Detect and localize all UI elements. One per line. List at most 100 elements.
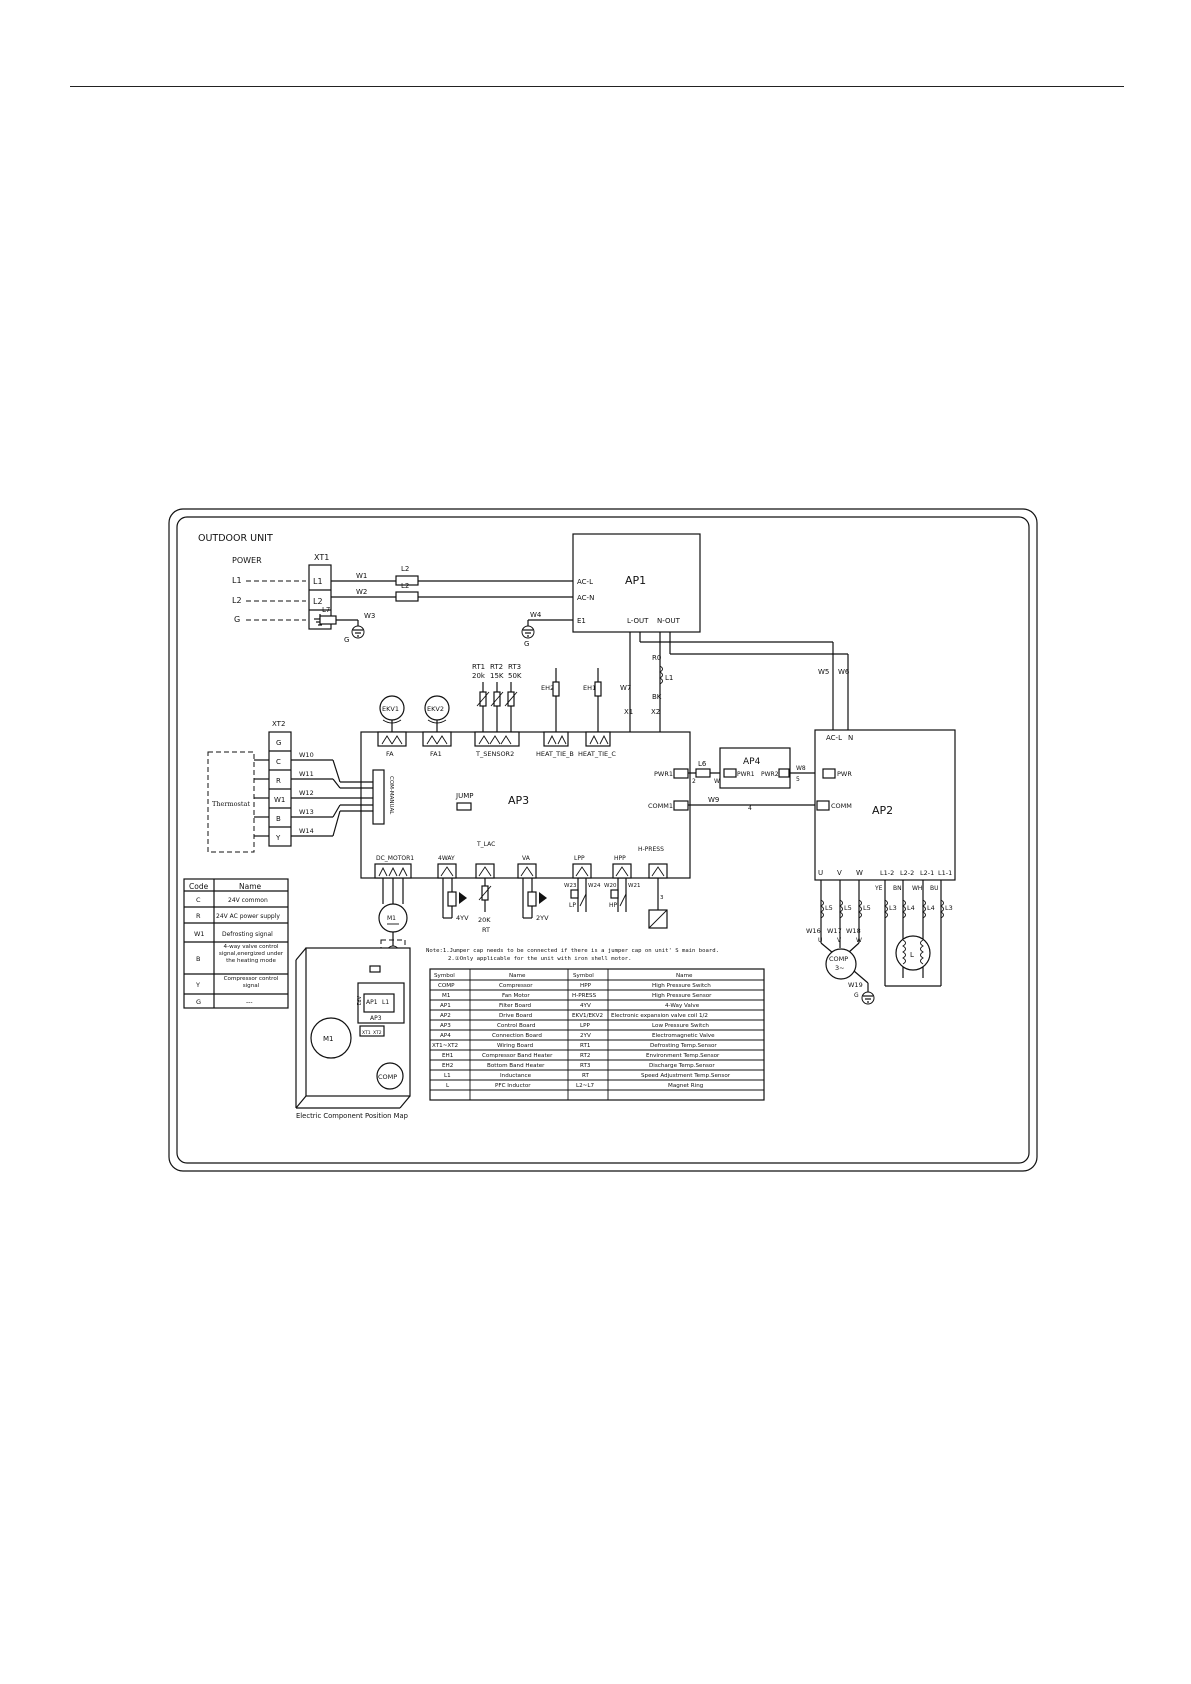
wire-x2: X2 — [651, 708, 660, 716]
wire-w14: W14 — [299, 827, 314, 835]
label-t-lac: T_LAC — [476, 841, 495, 848]
wire-w24: W24 — [588, 883, 601, 889]
sym-row-1-a: M1 — [442, 993, 451, 999]
ap1-board — [572, 533, 701, 633]
map-l1: L1 — [382, 999, 389, 1006]
sym-row-5-a: AP4 — [440, 1033, 451, 1039]
sensor-rt1: RT1 — [472, 663, 485, 671]
color-bu: BU — [930, 885, 939, 892]
ap1-pin-e1: E1 — [577, 617, 586, 625]
low-pressure-switch-icon — [570, 878, 587, 912]
wire-l6: L6 — [698, 760, 707, 768]
power-label: POWER — [232, 556, 262, 565]
thermistor-icon — [478, 878, 492, 912]
thermistor-icon — [490, 682, 504, 732]
connector-icon — [543, 731, 569, 747]
wire-w21: W21 — [628, 883, 640, 889]
ground-icon — [351, 625, 365, 639]
high-pressure-switch-icon — [610, 878, 627, 912]
sym-row-10-d: Magnet Ring — [668, 1083, 704, 1089]
inner-frame — [176, 516, 1030, 1164]
com-manual-label: COM-MANUAL — [388, 776, 394, 815]
thermostat-wires — [291, 759, 373, 837]
color-bn: BN — [893, 885, 902, 892]
ap3-comm1: COMM1 — [648, 802, 673, 810]
power-line-g: G — [234, 615, 240, 624]
sym-header-name-b: Name — [676, 973, 693, 979]
wire-w10: W10 — [299, 751, 314, 759]
wire-w18: W18 — [846, 927, 861, 935]
sym-row-9-b: Inductance — [500, 1073, 532, 1079]
connector-icon — [572, 863, 592, 879]
connector-icon — [374, 863, 412, 879]
ap3-label: AP3 — [508, 794, 529, 807]
fan-motor-icon — [378, 903, 408, 933]
power-line-l1: L1 — [232, 576, 242, 585]
connector-icon — [422, 731, 452, 747]
heater-eh1: EH1 — [583, 684, 596, 692]
ap2-pin-w: W — [856, 869, 863, 877]
pfc-reactor-icon — [895, 935, 931, 971]
inductor-l3-a: L3 — [889, 904, 897, 912]
sym-row-3-a: AP2 — [440, 1013, 451, 1019]
motor-m1: M1 — [387, 915, 396, 922]
connector-icon — [517, 863, 537, 879]
note-1: Note:1.Jumper cap needs to be connected … — [426, 948, 719, 954]
item-20k: 20K — [478, 916, 491, 924]
code-r-name: 24V AC power supply — [216, 913, 280, 920]
sym-row-10-b: PFC Inductor — [495, 1083, 531, 1089]
sensor-rt3: RT3 — [508, 663, 521, 671]
ap1-pin-lout: L-OUT — [627, 617, 649, 625]
sym-row-10-a: L — [446, 1083, 450, 1089]
item-rt: RT — [482, 926, 490, 934]
connector-icon — [437, 863, 457, 879]
sym-header-symbol-b: Symbol — [573, 973, 594, 979]
ap2-pin-l2-1: L2-1 — [920, 869, 934, 877]
sym-row-4-a: AP3 — [440, 1023, 451, 1029]
xt2-terminal-b: B — [276, 815, 281, 823]
symbol-table — [429, 968, 765, 1101]
xt2-terminal-y: Y — [275, 834, 281, 842]
wire-w13: W13 — [299, 808, 314, 816]
ap4-pwr2: PWR2 — [761, 771, 779, 778]
magnet-ring-icon — [319, 615, 337, 625]
map-m1: M1 — [323, 1035, 334, 1043]
label-fa1: FA1 — [430, 750, 442, 758]
wire-w23: W23 — [564, 883, 577, 889]
map-xt1: XT1 — [362, 1030, 371, 1036]
code-y: Y — [195, 981, 200, 989]
xt2-terminal-c: C — [276, 758, 281, 766]
sym-row-7-a: EH1 — [442, 1053, 454, 1059]
ap4-pwr1-connector-icon — [723, 768, 737, 778]
code-header-name: Name — [239, 882, 262, 891]
code-r: R — [196, 912, 201, 920]
wiring-diagram: OUTDOOR UNIT POWER L1 L2 G XT1 L1 L2 W1 … — [168, 508, 1038, 1172]
label-heat-tie-b: HEAT_TIE_B — [536, 750, 574, 758]
wire-w11: W11 — [299, 770, 314, 778]
color-ye: YE — [874, 885, 883, 892]
sym-row-10-c: L2~L7 — [576, 1083, 594, 1089]
ground-g-ap1: G — [524, 640, 529, 648]
section-title: OUTDOOR UNIT — [198, 533, 273, 544]
code-header-code: Code — [189, 882, 209, 891]
phase-u: U — [818, 937, 822, 944]
pressure-sensor-icon — [648, 878, 668, 929]
label-t-sensor2: T_SENSOR2 — [475, 750, 514, 758]
ap3-board — [360, 731, 691, 879]
jump-connector-icon — [456, 802, 472, 811]
code-c-name: 24V common — [228, 897, 268, 904]
label-va: VA — [522, 855, 531, 862]
sym-row-6-a: XT1~XT2 — [432, 1043, 458, 1049]
wire-w5: W5 — [818, 668, 829, 676]
item-2yv: 2YV — [536, 914, 549, 922]
ap2-pin-pwr: PWR — [837, 770, 852, 778]
sym-row-1-d: High Pressure Sensor — [652, 993, 712, 999]
label-dc-motor1: DC_MOTOR1 — [376, 855, 414, 862]
h-press-pin-3: 3 — [660, 895, 664, 901]
wire-w12: W12 — [299, 789, 314, 797]
sym-row-8-b: Bottom Band Heater — [487, 1063, 545, 1069]
compressor-icon — [825, 948, 857, 980]
item-4yv: 4YV — [456, 914, 469, 922]
code-table — [183, 878, 289, 1009]
sym-row-2-d: 4-Way Valve — [665, 1003, 700, 1009]
